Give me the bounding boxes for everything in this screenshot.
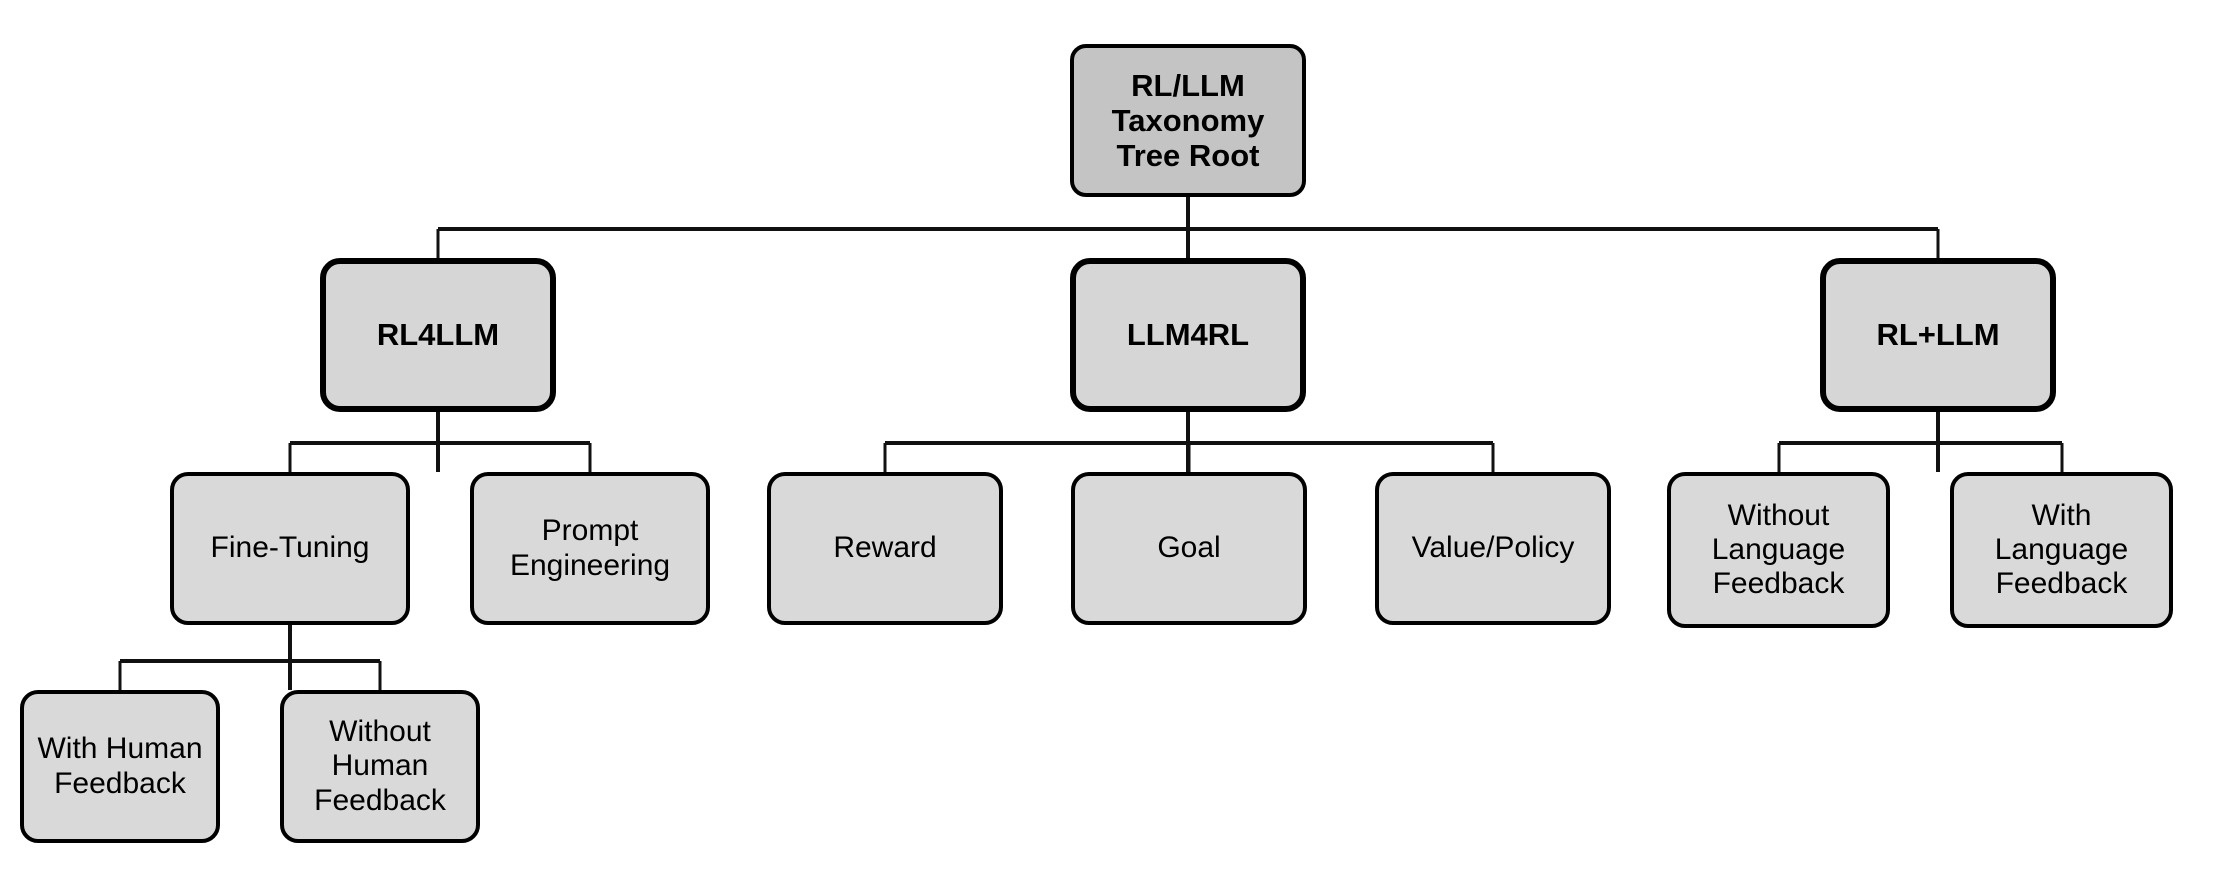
node-label: RL+LLM <box>1876 317 2000 353</box>
node-label: Without Human Feedback <box>314 715 446 817</box>
node-without-human-feedback[interactable]: Without Human Feedback <box>280 690 480 843</box>
node-label: Prompt Engineering <box>509 514 671 582</box>
node-label: RL/LLM Taxonomy Tree Root <box>1111 67 1265 174</box>
node-label: Value/Policy <box>1411 531 1575 565</box>
node-goal[interactable]: Goal <box>1071 472 1307 625</box>
node-label: LLM4RL <box>1126 317 1250 353</box>
node-with-language-feedback[interactable]: With Language Feedback <box>1950 472 2173 628</box>
node-without-language-feedback[interactable]: Without Language Feedback <box>1667 472 1890 628</box>
node-root[interactable]: RL/LLM Taxonomy Tree Root <box>1070 44 1306 197</box>
node-label: RL4LLM <box>376 317 500 353</box>
node-label: Fine-Tuning <box>210 531 370 565</box>
node-fine-tuning[interactable]: Fine-Tuning <box>170 472 410 625</box>
node-label: With Language Feedback <box>1994 498 2129 601</box>
node-rlpluslm[interactable]: RL+LLM <box>1820 258 2056 412</box>
node-value-policy[interactable]: Value/Policy <box>1375 472 1611 625</box>
node-reward[interactable]: Reward <box>767 472 1003 625</box>
node-label: Without Language Feedback <box>1711 498 1846 601</box>
node-with-human-feedback[interactable]: With Human Feedback <box>20 690 220 843</box>
node-prompt-engineering[interactable]: Prompt Engineering <box>470 472 710 625</box>
node-label: Goal <box>1157 531 1221 565</box>
node-llm4rl[interactable]: LLM4RL <box>1070 258 1306 412</box>
node-label: With Human Feedback <box>37 732 203 800</box>
node-rl4llm[interactable]: RL4LLM <box>320 258 556 412</box>
node-label: Reward <box>833 531 937 565</box>
